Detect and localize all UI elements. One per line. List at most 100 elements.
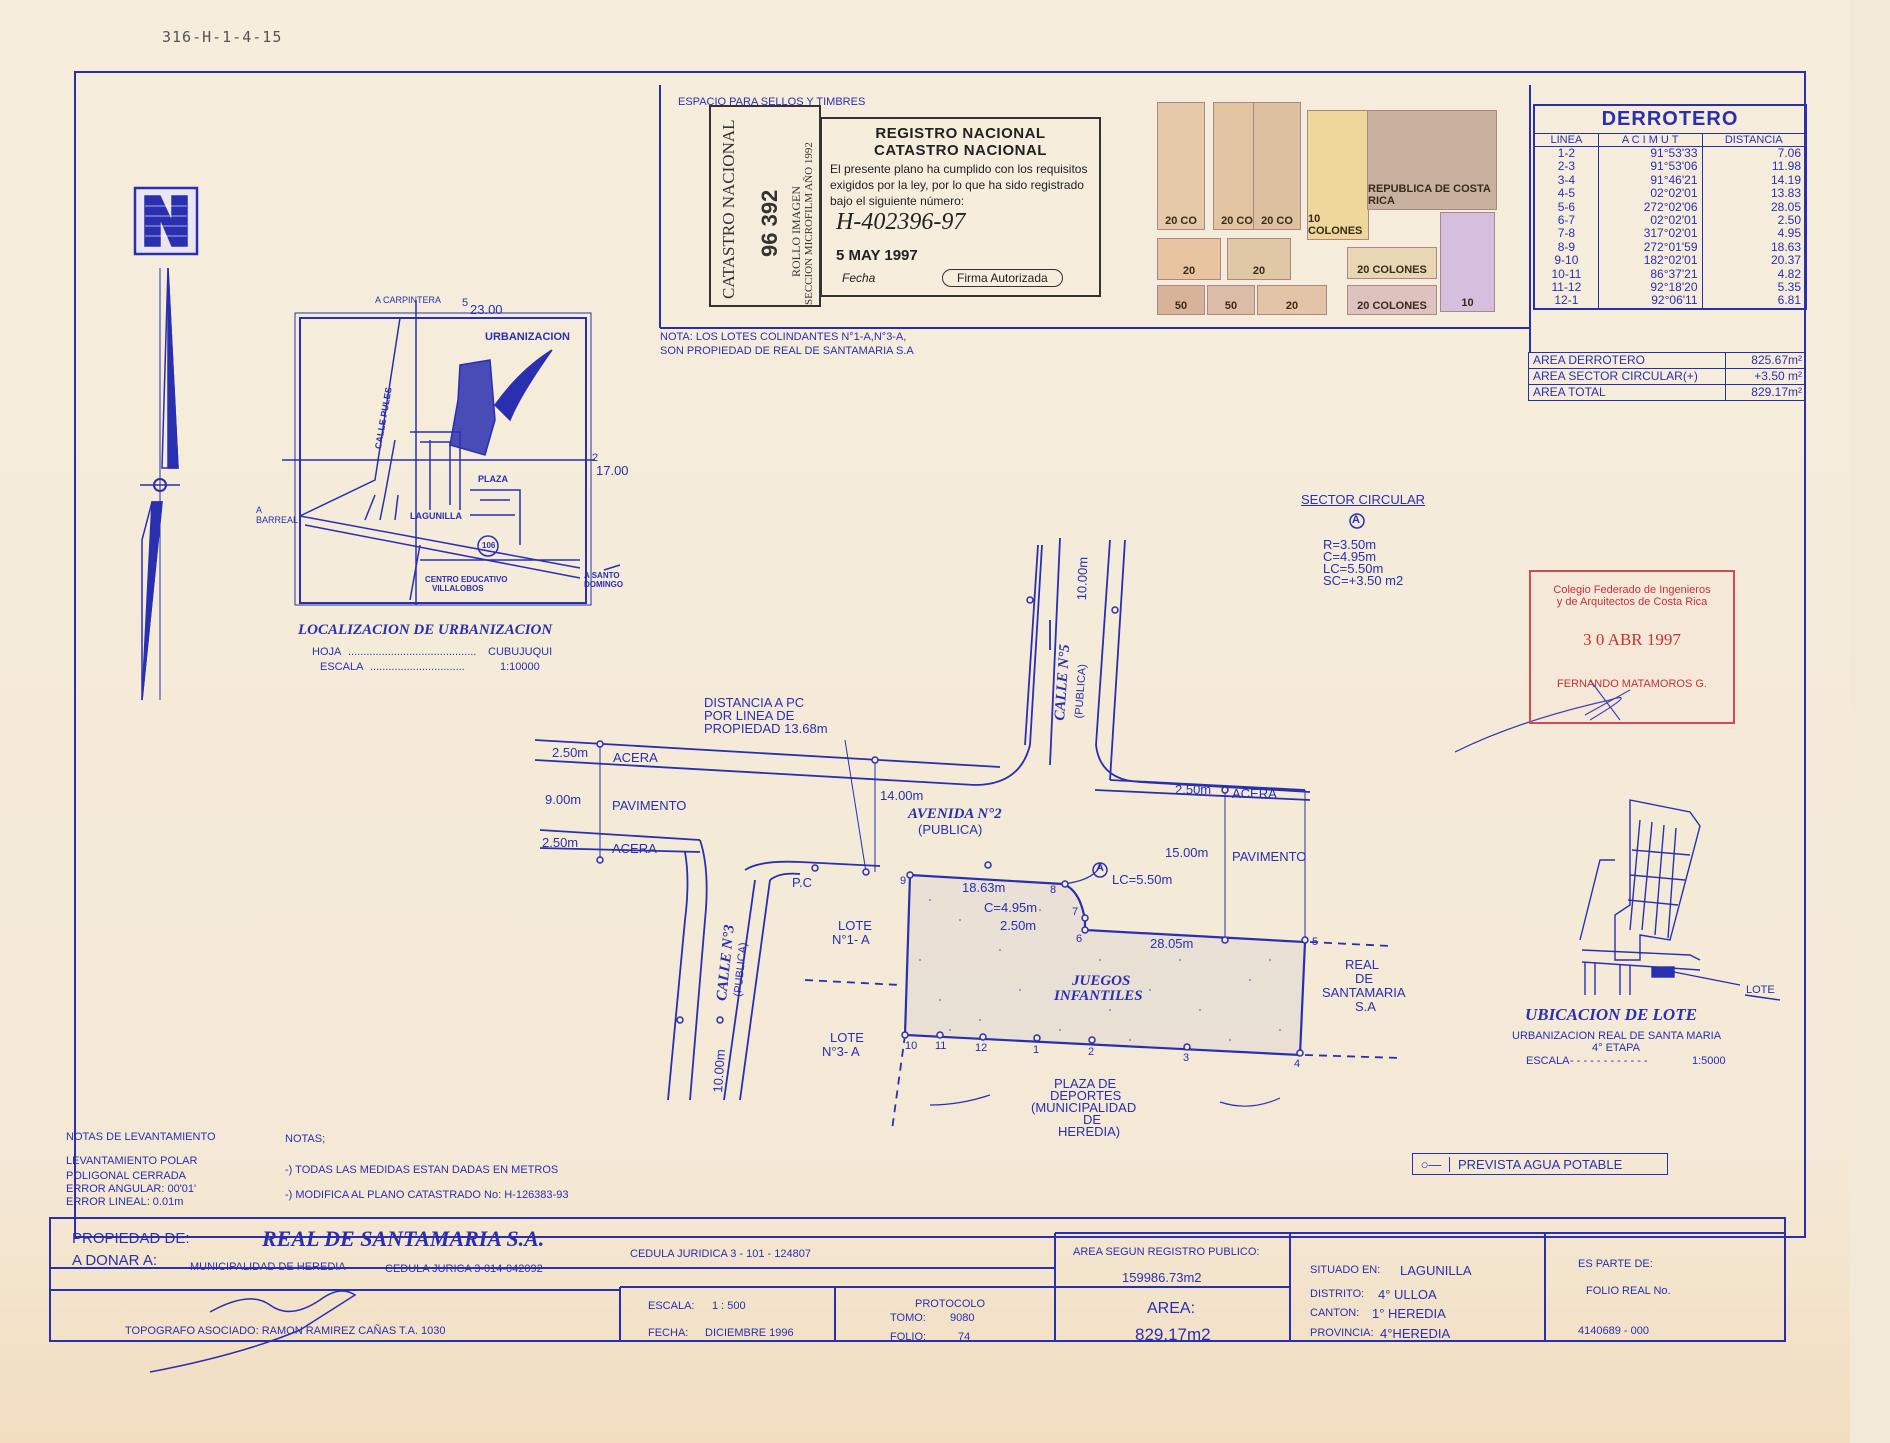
- fiscal-stamps: 20 CO 20 CO 20 CO 10 COLONES REPUBLICA D…: [1157, 102, 1497, 317]
- colegio-line2: y de Arquitectos de Costa Rica: [1556, 596, 1708, 608]
- loc-domingo: DOMINGO: [584, 580, 624, 589]
- acimut-cell: 86°37'21: [1598, 267, 1703, 282]
- linea-cell: 4-5: [1535, 186, 1599, 201]
- stamp-costa-4: 10 COLONES: [1307, 110, 1369, 240]
- acera-width-right: 2.50m: [1175, 782, 1212, 797]
- acera-width-bottom: 2.50m: [542, 835, 579, 850]
- sector-r: R=3.50m: [1323, 537, 1377, 552]
- registro-firma-label: Firma Autorizada: [942, 269, 1063, 287]
- notas-lev-title: NOTAS DE LEVANTAMIENTO: [66, 1131, 216, 1143]
- point-a-label: A: [1096, 862, 1104, 874]
- pc-label: P.C: [792, 875, 812, 890]
- situado-value: LAGUNILLA: [1400, 1263, 1472, 1278]
- sector-point: A: [1352, 514, 1360, 526]
- distancia-cell: 14.19: [1770, 172, 1801, 187]
- lot-stipple: [919, 899, 1281, 1041]
- protocolo-label: PROTOCOLO: [915, 1298, 986, 1310]
- real-1: REAL: [1345, 957, 1379, 972]
- distancia-cell: 11.98: [1771, 159, 1801, 174]
- registro-number: H-402396-97: [836, 209, 966, 235]
- distancia-cell: 5.35: [1777, 280, 1801, 295]
- pt-11: 11: [935, 1040, 947, 1052]
- arc-lc: LC=5.50m: [1112, 872, 1173, 887]
- cedula-juridica: CEDULA JURIDICA 3 - 101 - 124807: [630, 1248, 811, 1260]
- registro-title: REGISTRO NACIONAL: [875, 125, 1046, 142]
- pavimento-width-right: 15.00m: [1165, 845, 1209, 860]
- stamp-50-a: 50: [1157, 285, 1205, 315]
- notas-lev-2: POLIGONAL CERRADA: [66, 1170, 187, 1182]
- acera-top: ACERA: [613, 750, 658, 765]
- chord-c: C=4.95m: [984, 900, 1038, 915]
- lote-1a-2: N°1- A: [832, 932, 870, 947]
- pavimento-width: 9.00m: [545, 792, 582, 807]
- tomo-value: 9080: [950, 1312, 975, 1324]
- derrotero-table: DERROTERO LINEA A C I M U T DISTANCIA 1-…: [1533, 104, 1807, 310]
- ubicacion-escala-value: 1:5000: [1692, 1055, 1726, 1067]
- stamp-20-c: 20: [1257, 285, 1327, 315]
- registro-date: 5 MAY 1997: [836, 247, 918, 264]
- escala-tb-label: ESCALA:: [648, 1300, 695, 1312]
- distancia-cell: 2.50: [1777, 213, 1801, 228]
- registro-nacional-stamp: REGISTRO NACIONAL CATASTRO NACIONAL El p…: [820, 117, 1101, 297]
- col-distancia: DISTANCIA: [1702, 134, 1805, 147]
- notas-lev-4: ERROR LINEAL: 0.01m: [66, 1196, 184, 1208]
- provincia-value: 4°HEREDIA: [1380, 1326, 1451, 1341]
- pt-3: 3: [1183, 1052, 1190, 1064]
- lote-3a-1: LOTE: [830, 1030, 864, 1045]
- plaza-5: HEREDIA): [1058, 1124, 1121, 1139]
- distancia-cell: 7.06: [1777, 146, 1801, 160]
- escala-tb-value: 1 : 500: [712, 1300, 746, 1312]
- ubicacion-title: UBICACION DE LOTE: [1525, 1005, 1697, 1024]
- ubicacion-escala-label: ESCALA: [1526, 1055, 1570, 1067]
- colegio-ingenieros-stamp: Colegio Federado de Ingenieros y de Arqu…: [1529, 570, 1735, 724]
- point-a-circle: [1092, 862, 1108, 878]
- pt-4: 4: [1294, 1058, 1301, 1070]
- colegio-date: 3 0 ABR 1997: [1583, 630, 1681, 649]
- document-code: 316-H-1-4-15: [162, 28, 283, 46]
- colegio-line1: Colegio Federado de Ingenieros: [1553, 584, 1711, 596]
- propiedad-label: PROPIEDAD DE:: [72, 1230, 190, 1247]
- distancia-cell: 28.05: [1770, 199, 1801, 214]
- pt-8: 8: [1050, 884, 1057, 896]
- situado-label: SITUADO EN:: [1310, 1264, 1381, 1276]
- nota-colindantes-1: NOTA: LOS LOTES COLINDANTES N°1-A,N°3-A,: [660, 331, 907, 343]
- escala-value: 1:10000: [500, 661, 540, 673]
- notas-title: NOTAS;: [285, 1133, 326, 1145]
- folio-real-label: FOLIO REAL No.: [1586, 1285, 1671, 1297]
- localizacion-title: LOCALIZACION DE URBANIZACION: [298, 622, 553, 638]
- tomo-label: TOMO:: [890, 1312, 926, 1324]
- plaza-2: DEPORTES: [1050, 1088, 1122, 1103]
- loc-n5: 5: [462, 297, 469, 309]
- loc-plaza: PLAZA: [478, 474, 508, 484]
- sector-c: C=4.95m: [1323, 549, 1377, 564]
- area-sector-row: AREA SECTOR CIRCULAR(+)+3.50 m²: [1529, 369, 1805, 385]
- prevista-symbol-icon: ○—: [1420, 1156, 1442, 1172]
- avenida-publica: (PUBLICA): [918, 822, 983, 837]
- juegos-2: INFANTILES: [1054, 988, 1143, 1004]
- acimut-cell: 92°18'20: [1598, 280, 1703, 295]
- pt-10: 10: [905, 1040, 918, 1052]
- hoja-label: HOJA: [312, 646, 342, 658]
- loc-barreal: A BARREAL: [256, 505, 299, 525]
- lote-3a-2: N°3- A: [822, 1044, 860, 1059]
- loc-n2: 2: [592, 452, 599, 464]
- location-map: [282, 300, 621, 606]
- area-registro-label: AREA SEGUN REGISTRO PUBLICO:: [1073, 1246, 1260, 1258]
- catastro-microfilm-stamp: CATASTRO NACIONAL 96 392 ROLLO IMAGEN SE…: [709, 105, 821, 307]
- linea-cell: 7-8: [1535, 227, 1599, 241]
- notas-lev-1: LEVANTAMIENTO POLAR: [66, 1155, 198, 1167]
- fecha-tb-label: FECHA:: [648, 1327, 689, 1339]
- acera-width-top: 2.50m: [552, 745, 589, 760]
- folio-value: 74: [958, 1331, 971, 1343]
- nota-colindantes-2: SON PROPIEDAD DE REAL DE SANTAMARIA S.A: [660, 345, 914, 357]
- prevista-label: PREVISTA AGUA POTABLE: [1449, 1156, 1622, 1172]
- ubicacion-lote-label: LOTE: [1746, 984, 1775, 996]
